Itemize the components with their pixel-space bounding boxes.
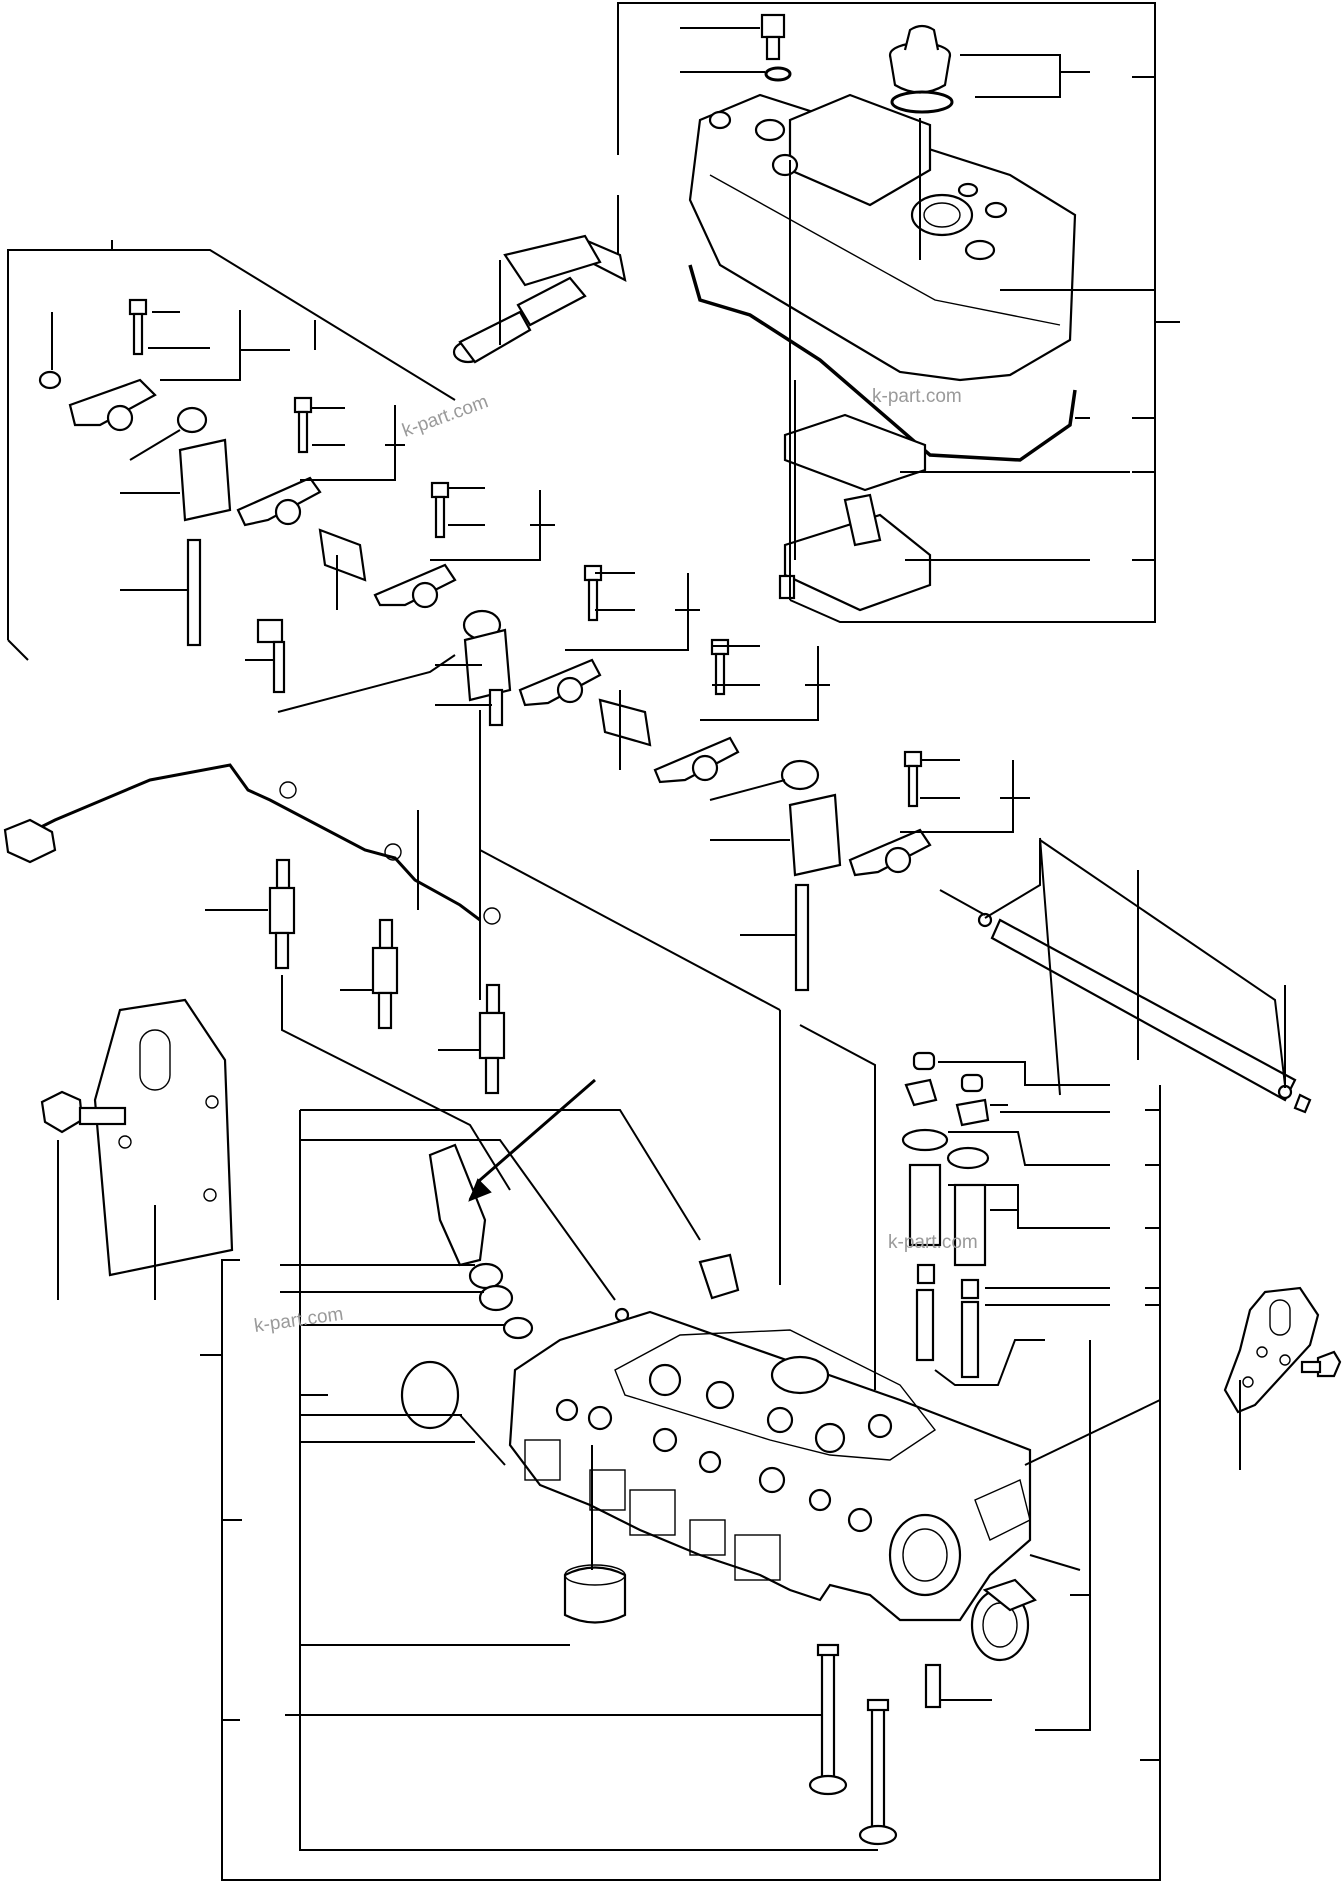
watermark-3: k-part.com: [888, 1232, 978, 1253]
glow-plug-leaders: [205, 810, 511, 1191]
rocker-bracket-2: [256, 609, 512, 727]
glow-plug-harness: [3, 763, 501, 925]
valve-collets-spring-stack: [901, 1051, 990, 1379]
lifting-bracket-left: [93, 998, 234, 1277]
valve-stack-leaders: [934, 1061, 1161, 1761]
rocker-arm-6: [848, 750, 932, 877]
watermark-2: k-part.com: [872, 386, 962, 407]
cover-bolt: [760, 13, 792, 82]
valve-cover-leaders: [499, 27, 1155, 623]
valve-exhaust: [858, 1698, 898, 1846]
valve-intake: [808, 1643, 848, 1796]
cylinder-head-group-frame: [200, 1109, 1241, 1881]
rocker-arm-1: [38, 298, 157, 432]
rocker-bracket-1: [176, 406, 232, 647]
rocker-leaders: [51, 310, 1286, 1390]
glow-plug-1: [268, 858, 296, 970]
rocker-arm-5: [653, 638, 740, 784]
watermark-4: k-part.com: [253, 1304, 345, 1337]
expansion-plug-1: [400, 1360, 460, 1430]
injector-seals: [468, 1262, 534, 1340]
injector-nozzle: [428, 1078, 596, 1267]
rocker-shaft: [977, 912, 1312, 1114]
dowel-pin: [924, 1663, 942, 1709]
cylinder-head: [508, 1310, 1032, 1622]
rocker-arm-4: [518, 564, 652, 747]
breather-tube: [452, 234, 627, 364]
nozzle-sleeve: [614, 1253, 740, 1323]
thermostat-housing: [970, 1578, 1037, 1662]
oil-filler-cap: [888, 24, 954, 114]
lifting-bracket-right: [1223, 1286, 1320, 1414]
bracket-bolt-right: [1300, 1350, 1342, 1378]
rocker-arm-2: [236, 396, 367, 582]
valve-cover: [688, 93, 1077, 382]
bracket-bolt-left: [40, 1090, 156, 1300]
rocker-group-frame: [7, 240, 456, 661]
cover-gasket: [688, 264, 1077, 462]
watermark-1: k-part.com: [400, 391, 492, 441]
valve-cover-group-frame: [617, 2, 1180, 623]
rocker-arm-3: [373, 481, 457, 609]
rocker-bracket-3: [780, 759, 842, 992]
glow-plug-2: [371, 918, 399, 1030]
expansion-plug-2: [563, 1564, 627, 1624]
breather-plate: [778, 413, 932, 612]
glow-plug-3: [478, 983, 506, 1095]
